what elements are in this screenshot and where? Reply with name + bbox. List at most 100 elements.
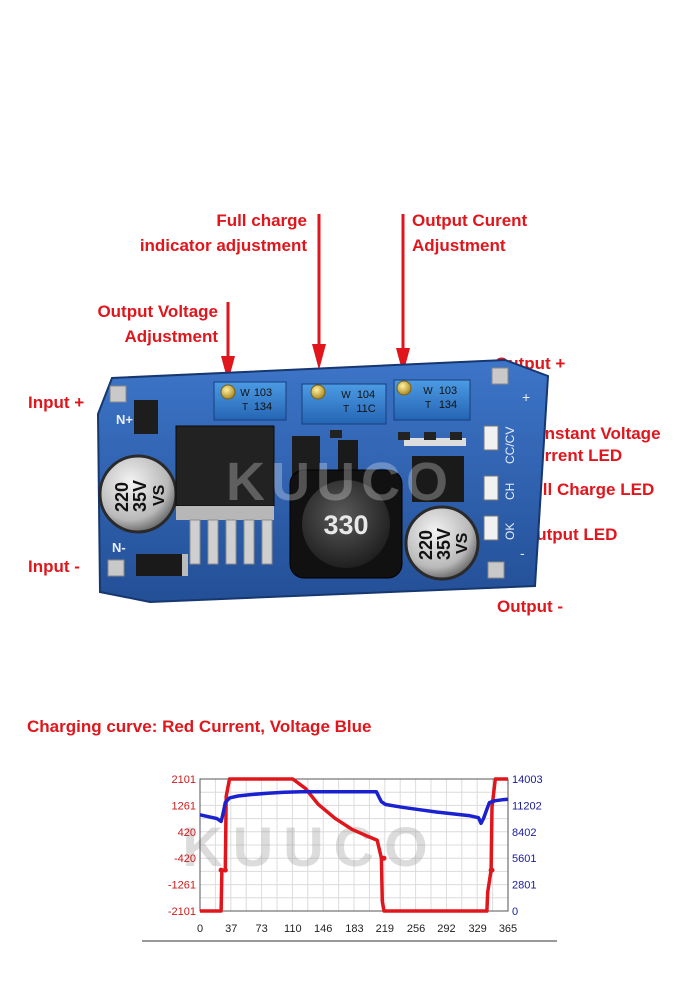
regulator-ic-legs — [189, 519, 273, 565]
led-cc-cv — [483, 425, 499, 451]
silk-out-plus: + — [522, 389, 530, 405]
silk-in-minus: N- — [112, 540, 126, 555]
pad-input-plus — [109, 385, 127, 403]
label-output-current-line1: Output Curent — [412, 211, 528, 230]
cap-right-line1: 220 — [416, 530, 436, 560]
series-current-point — [489, 867, 495, 873]
smd-ic-mid — [292, 436, 320, 476]
inductor-core — [302, 480, 390, 568]
chart-caption: Charging curve: Red Current, Voltage Blu… — [27, 717, 372, 736]
y-left-tick-label: 1261 — [172, 800, 196, 812]
potentiometer-voltage[interactable]: 103 134 W T — [213, 381, 287, 421]
smd-chip-top-left — [134, 400, 158, 434]
x-tick-label: 183 — [345, 923, 363, 935]
pot-current-screw — [396, 380, 412, 396]
silk-in-plus: N+ — [116, 412, 133, 427]
label-output-current-adjustment: Output Curent Adjustment — [412, 208, 527, 258]
x-tick-label: 0 — [197, 923, 203, 935]
board-watermark: KUUCO — [226, 452, 454, 512]
svg-text:T: T — [425, 400, 431, 411]
label-full-charge-line2: indicator adjustment — [139, 236, 307, 255]
x-tick-label: 110 — [284, 923, 302, 935]
smd-ic-right — [412, 456, 464, 502]
regulator-ic-body — [175, 425, 275, 507]
pot-full-charge-screw — [310, 384, 326, 400]
potentiometer-full-charge[interactable]: 104 11C W T — [301, 383, 387, 425]
arrow-full-charge — [312, 214, 326, 370]
inductor-label: 330 — [323, 510, 368, 540]
svg-text:W: W — [423, 386, 433, 397]
y-right-tick-label: 8402 — [512, 827, 536, 839]
svg-text:134: 134 — [439, 399, 457, 411]
y-right-tick-label: 14003 — [512, 774, 543, 786]
svg-text:103: 103 — [254, 387, 272, 399]
led-full-charge — [483, 475, 499, 501]
label-output-current-line2: Adjustment — [412, 236, 506, 255]
x-tick-label: 256 — [407, 923, 425, 935]
x-tick-label: 219 — [376, 923, 394, 935]
y-right-tick-label: 2801 — [512, 880, 536, 892]
series-current-point — [222, 867, 228, 873]
chart-watermark: KUUCO — [182, 815, 437, 878]
x-tick-label: 292 — [437, 923, 455, 935]
series-current-point — [381, 855, 387, 861]
pad-input-minus — [107, 559, 125, 577]
label-cc-cv-line2: Current LED — [522, 446, 623, 465]
svg-text:104: 104 — [357, 389, 375, 401]
label-output-voltage-line2: Adjustment — [124, 327, 219, 346]
series-current-point — [218, 867, 224, 873]
smd-part-mid — [338, 440, 358, 470]
label-full-charge-adjustment: Full charge indicator adjustment — [127, 208, 307, 258]
y-left-tick-label: -2101 — [168, 906, 196, 918]
cap-right-line3: VS — [454, 532, 471, 554]
y-right-tick-label: 5601 — [512, 853, 536, 865]
y-right-tick-label: 11202 — [512, 800, 542, 812]
label-cc-cv-led: Constant Voltage Current LED — [522, 423, 661, 467]
label-output-led: Output LED — [523, 525, 618, 544]
label-output-voltage-adjustment: Output Voltage Adjustment — [80, 299, 218, 349]
svg-text:T: T — [343, 404, 349, 415]
plot-area-border — [199, 778, 509, 912]
led-output — [483, 515, 499, 541]
silk-out-minus: - — [520, 545, 525, 561]
silk-cc-cv: CC/CV — [503, 427, 517, 464]
label-full-charge-line1: Full charge — [216, 211, 307, 230]
chart-frame — [199, 778, 509, 912]
label-cc-cv-line1: Constant Voltage — [522, 424, 661, 443]
svg-text:T: T — [242, 402, 248, 413]
capacitor-right — [404, 505, 480, 581]
pcb-board-photo: N+ N- + - 220 35V VS 330 220 35V VS CC/C… — [96, 358, 550, 604]
y-left-tick-label: -1261 — [168, 880, 196, 892]
pot-voltage-screw — [220, 384, 236, 400]
svg-text:103: 103 — [439, 385, 457, 397]
svg-text:11C: 11C — [356, 403, 375, 415]
cap-left-line1: 220 — [112, 482, 132, 512]
svg-text:W: W — [240, 388, 250, 399]
cap-right-line2: 35V — [434, 528, 454, 560]
label-full-charge-led: Full Charge LED — [522, 480, 655, 499]
chart-series — [199, 777, 509, 913]
series-current-line — [200, 777, 508, 913]
silk-ch: CH — [503, 483, 517, 500]
x-tick-label: 37 — [225, 923, 237, 935]
potentiometer-current[interactable]: 103 134 W T — [393, 379, 471, 421]
svg-text:134: 134 — [254, 401, 272, 413]
silk-ok: OK — [503, 523, 517, 540]
x-tick-label: 73 — [255, 923, 267, 935]
arrow-output-voltage — [221, 302, 235, 382]
pad-output-minus — [487, 561, 505, 579]
svg-text:W: W — [341, 390, 351, 401]
smd-diode — [136, 554, 186, 576]
cap-left-line3: VS — [151, 484, 168, 506]
y-right-tick-label: 0 — [512, 906, 518, 918]
x-tick-label: 329 — [468, 923, 486, 935]
label-output-minus: Output - — [497, 597, 564, 616]
arrow-output-current — [396, 214, 410, 374]
y-left-tick-label: 2101 — [172, 774, 196, 786]
cap-left-line2: 35V — [130, 480, 150, 512]
series-voltage-line — [199, 790, 509, 826]
x-tick-label: 365 — [499, 923, 517, 935]
y-left-tick-label: 420 — [178, 827, 196, 839]
